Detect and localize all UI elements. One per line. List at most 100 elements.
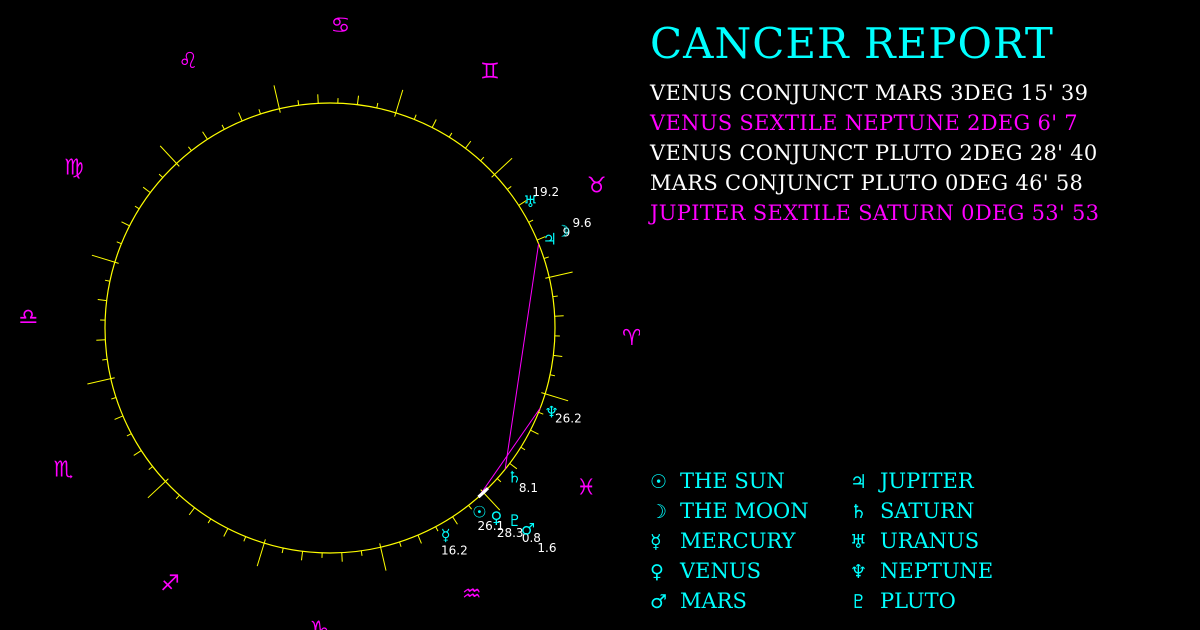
legend-label: THE SUN [680,469,785,493]
ring-tick [549,374,556,377]
mercury-icon: ☿ [441,525,451,544]
ring-tick [379,543,387,571]
legend-column-left: ☉THE SUN ☽THE MOON ☿MERCURY ♀VENUS ♂MARS [650,466,850,616]
legend-item-mercury: ☿ MERCURY [650,526,850,556]
cancer-sign-icon: ♋ [331,14,351,39]
ring-tick [134,205,140,210]
pluto-icon: ♇ [508,511,522,530]
aspect-item: MARS CONJUNCT PLUTO 0DEG 46' 58 [650,171,1084,195]
legend-item-venus: ♀ VENUS [650,556,850,586]
zodiac-signs: ♈♉♊♋♌♍♎♏♐♑♒♓ [18,14,640,630]
legend-item-mars: ♂ MARS [650,586,850,616]
ring-tick [360,550,363,556]
ring-tick [175,494,180,500]
ring-tick [518,200,527,206]
leo-sign-icon: ♌ [178,49,198,74]
sun-degree-label: 26.1 [477,519,504,533]
legend-item-moon: ☽THE MOON [650,496,850,526]
legend-label: VENUS [680,559,761,583]
aspect-item: VENUS SEXTILE NEPTUNE 2DEG 6' 7 [650,111,1078,135]
report-title: CANCER REPORT [650,19,1054,68]
ring-tick [506,186,512,190]
ring-tick [509,463,518,470]
ring-tick [87,377,115,385]
legend-label: PLUTO [880,589,956,613]
legend-label: NEPTUNE [880,559,994,583]
neptune-degree-label: 26.2 [555,412,582,426]
uranus-icon: ♅ [850,531,868,553]
ring-tick [530,429,539,435]
ring-tick [297,100,300,106]
ring-tick [452,516,458,525]
zodiac-ring [104,102,556,554]
ring-tick [111,397,117,400]
taurus-sign-icon: ♉ [587,174,607,199]
neptune-icon: ♆ [544,403,558,422]
ring-tick [465,140,472,149]
ring-tick [221,124,225,130]
ring-tick [188,146,192,152]
libra-sign-icon: ♎ [18,305,38,330]
ring-tick [538,411,544,415]
legend-label: JUPITER [880,469,974,493]
sun-icon: ☉ [472,502,486,521]
ring-tick [281,547,284,554]
jupiter-icon: ♃ [543,230,557,249]
jupiter-icon: ♃ [850,471,868,493]
ring-tick [448,132,453,138]
ring-tick [126,433,132,437]
legend-column-right: ♃JUPITER ♄SATURN ♅URANUS ♆NEPTUNE ♇PLUTO [850,466,1050,616]
conjunction-line-venus-pluto [477,489,487,499]
pluto-icon: ♇ [850,591,868,613]
ring-tick [91,254,119,264]
ring-tick [256,539,266,567]
ring-tick [159,145,180,167]
aspect-line-venus-neptune [478,407,541,498]
legend-label: MARS [680,589,747,613]
saturn-icon: ♄ [507,467,521,486]
mars-icon: ♂ [650,591,668,613]
legend-item-saturn: ♄SATURN [850,496,1050,526]
ring-tick [417,534,422,544]
ring-tick [399,541,402,547]
legend-label: URANUS [880,529,980,553]
moon-icon: ☽ [650,501,668,523]
ring-tick [491,157,513,178]
gemini-sign-icon: ♊ [480,59,500,84]
legend-item-uranus: ♅ URANUS [850,526,1050,556]
sagittarius-sign-icon: ♐ [160,572,180,597]
aspect-list: VENUS CONJUNCT MARS 3DEG 15' 39 VENUS SE… [650,78,1099,228]
chart-wheel: ♈♉♊♋♌♍♎♏♐♑♒♓ ♃9☽9.6♅19.2☿16.2☉26.1♀28.3♇… [18,14,640,630]
ring-tick [121,221,130,227]
ring-tick [97,298,107,302]
ring-tick [468,504,472,510]
ring-tick [545,271,573,279]
ring-tick [243,536,247,542]
venus-icon: ♀ [650,561,664,583]
aries-sign-icon: ♈ [622,326,640,351]
ring-tick [480,156,485,162]
aspect-item: VENUS CONJUNCT PLUTO 2DEG 28' 40 [650,141,1098,165]
legend-item-pluto: ♇ PLUTO [850,586,1050,616]
uranus-degree-label: 19.2 [532,185,559,199]
capricorn-sign-icon: ♑ [310,617,330,630]
ring-tick [394,89,404,117]
ring-tick [104,279,111,282]
moon-icon: ☽ [555,222,569,241]
ring-tick [102,358,108,361]
mercury-icon: ☿ [650,531,662,553]
ring-tick [188,507,195,516]
ring-tick [536,236,546,241]
legend-label: SATURN [880,499,975,523]
mercury-degree-label: 16.2 [441,544,468,558]
ring-tick [148,466,154,470]
legend-label: MERCURY [680,529,796,553]
jupiter-degree-label: 9 [563,225,571,239]
ring-tick [552,295,558,298]
ring-tick [273,85,281,113]
ring-tick [376,102,379,109]
ring-tick [116,241,122,245]
ring-tick [553,354,563,358]
mars-degree-label: 1.6 [537,541,556,555]
ticks-layer [87,85,573,571]
